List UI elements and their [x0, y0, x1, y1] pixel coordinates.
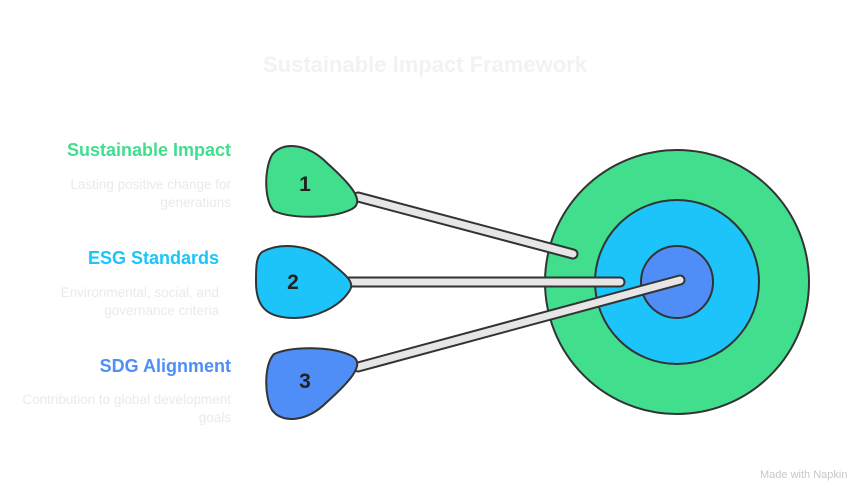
label-esg-standards: ESG Standards: [87, 248, 219, 268]
desc-esg-standards: Environmental, social, and governance cr…: [60, 285, 219, 318]
label-sdg-alignment: SDG Alignment: [99, 356, 231, 376]
made-with-credit: Made with Napkin: [760, 469, 848, 481]
desc-sustainable-impact: Lasting positive change for generations: [70, 177, 231, 210]
dart-number-2: 2: [287, 271, 299, 294]
label-sustainable-impact: Sustainable Impact: [66, 140, 231, 160]
diagram-title: Sustainable Impact Framework: [263, 52, 587, 77]
desc-sdg-alignment: Contribution to global development goals: [22, 392, 231, 425]
dart-head-1: [265, 144, 359, 218]
dart-head-2: [254, 245, 353, 320]
dart-number-1: 1: [299, 173, 311, 196]
dart-head-3: [265, 347, 359, 421]
dart-number-3: 3: [299, 370, 311, 393]
